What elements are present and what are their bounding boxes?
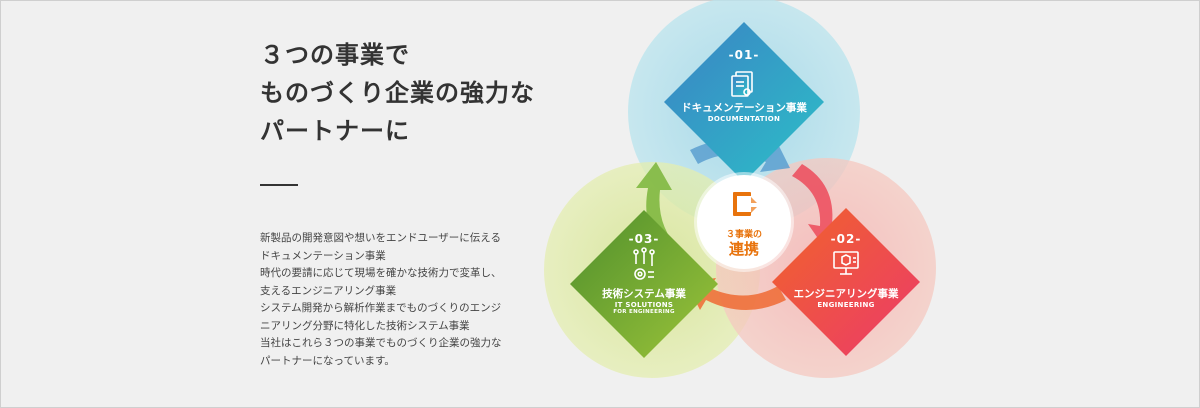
- business-title: エンジニアリング事業: [793, 288, 899, 300]
- description-line: ニアリング分野に特化した技術システム事業: [260, 319, 470, 332]
- intro-section: ３つの事業で ものづくり企業の強力な パートナーに 新製品の開発意図や想いをエン…: [260, 36, 560, 370]
- section-heading: ３つの事業で ものづくり企業の強力な パートナーに: [260, 36, 560, 150]
- business-number: -01-: [728, 48, 760, 62]
- center-badge: ３事業の 連携: [697, 175, 791, 269]
- heading-line-2: ものづくり企業の強力な: [260, 79, 535, 107]
- description-line: 支えるエンジニアリング事業: [260, 284, 397, 297]
- diamond-engineering: [772, 208, 920, 356]
- description-line: システム開発から解析作業までものづくりのエンジ: [260, 302, 502, 314]
- document-icon: [731, 71, 753, 97]
- heading-divider: [260, 184, 298, 186]
- business-engineering[interactable]: -02- エンジニアリング事業 ENGINEERING: [772, 232, 920, 309]
- description-line: 新製品の開発意図や想いをエンドユーザーに伝える: [260, 232, 501, 244]
- description-text: 新製品の開発意図や想いをエンドユーザーに伝える ドキュメンテーション事業 時代の…: [260, 230, 560, 370]
- description-line: ドキュメンテーション事業: [260, 249, 386, 262]
- description-line: 時代の要請に応じて現場を確かな技術力で変革し、: [260, 267, 502, 279]
- center-label-small: ３事業の: [725, 230, 762, 240]
- business-subtitle-2: FOR ENGINEERING: [613, 309, 675, 315]
- description-line: パートナーになっています。: [260, 354, 395, 367]
- document-cycle-icon: [733, 192, 757, 216]
- business-number: -02-: [830, 232, 862, 246]
- business-subtitle: DOCUMENTATION: [707, 115, 781, 123]
- business-number: -03-: [628, 232, 660, 246]
- arrow-icon: [636, 162, 680, 260]
- diamond-documentation: [664, 22, 824, 182]
- circuit-gear-icon: [633, 247, 655, 280]
- business-title: ドキュメンテーション事業: [681, 102, 807, 114]
- business-it-solutions[interactable]: -03- 技術システム事業 IT SOLUTIONS FOR ENGINEERI…: [570, 232, 718, 315]
- heading-line-3: パートナーに: [260, 117, 410, 145]
- heading-line-1: ３つの事業で: [260, 41, 410, 69]
- monitor-cube-icon: [833, 251, 859, 275]
- business-documentation[interactable]: -01- ドキュメンテーション事業 DOCUMENTATION: [664, 48, 824, 123]
- center-label-big: 連携: [728, 240, 759, 258]
- business-subtitle: ENGINEERING: [817, 301, 875, 309]
- diamond-it-solutions: [570, 210, 718, 358]
- business-subtitle: IT SOLUTIONS: [614, 301, 674, 309]
- business-title: 技術システム事業: [602, 288, 686, 300]
- business-diagram: -01- ドキュメンテーション事業 DOCUMENTATION -02- エンジ…: [540, 0, 940, 408]
- description-line: 当社はこれら３つの事業でものづくり企業の強力な: [260, 337, 502, 349]
